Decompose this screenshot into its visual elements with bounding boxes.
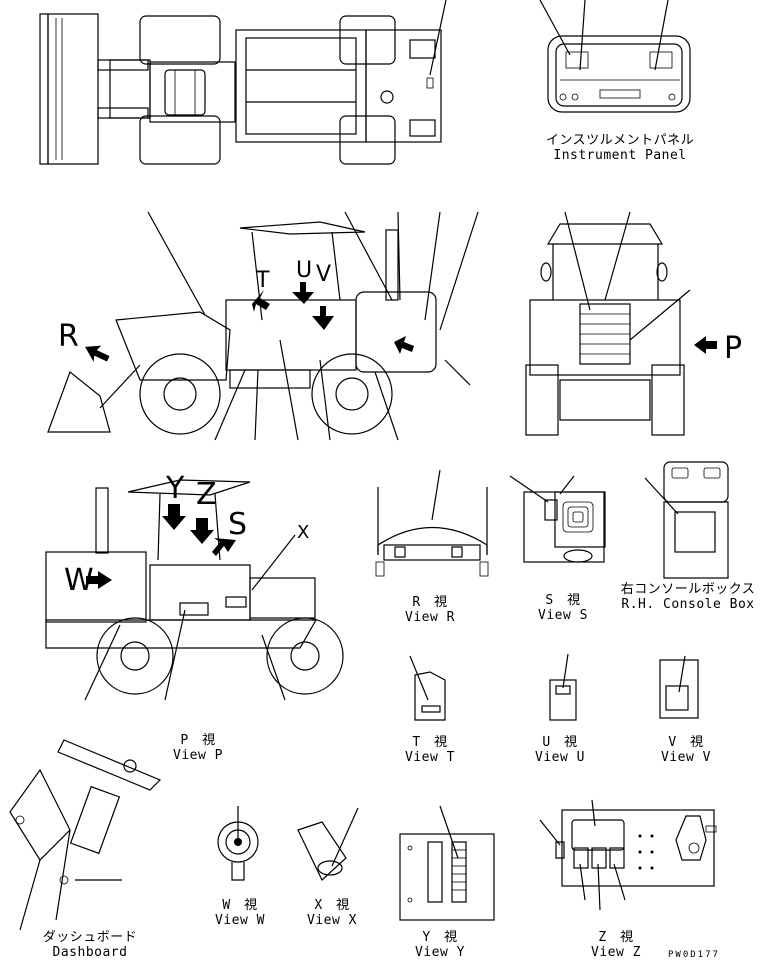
view-y-label: Y 視 View Y (400, 930, 480, 960)
view-w-jp: W 視 (222, 898, 258, 913)
view-u-label: U 視 View U (520, 735, 600, 765)
view-r-en: View R (405, 610, 455, 625)
view-marker-t: T (256, 268, 270, 293)
view-x-jp: X 視 (314, 898, 350, 913)
view-v-en: View V (661, 750, 711, 765)
view-u-jp: U 視 (542, 735, 578, 750)
instrument-panel-drawing (539, 0, 691, 113)
instrument-panel-label: インスツルメントパネル Instrument Panel (540, 133, 700, 163)
view-s-drawing (509, 475, 606, 563)
drawing-code: PW0D177 (668, 950, 720, 960)
view-y-drawing (399, 805, 495, 921)
view-marker-y: Y (166, 471, 185, 506)
view-s-jp: S 視 (545, 593, 581, 608)
view-t-en: View T (405, 750, 455, 765)
dashboard-label: ダッシュボード Dashboard (30, 930, 150, 960)
view-r-drawing (375, 469, 489, 577)
view-r-jp: R 視 (412, 595, 448, 610)
dashboard-jp: ダッシュボード (42, 930, 138, 945)
dashboard-en: Dashboard (52, 945, 128, 960)
view-v-drawing (659, 655, 699, 719)
view-t-drawing (409, 655, 446, 721)
view-z-drawing (539, 799, 717, 911)
view-p-drawing (525, 211, 717, 436)
view-u-en: View U (535, 750, 585, 765)
view-s-en: View S (538, 608, 588, 623)
view-z-jp: Z 視 (598, 930, 634, 945)
view-v-jp: V 視 (668, 735, 704, 750)
view-w-drawing (217, 806, 259, 881)
top-view-loader (39, 0, 447, 165)
view-u-drawing (549, 653, 577, 721)
view-v-label: V 視 View V (646, 735, 726, 765)
side-view-right (45, 479, 344, 701)
instrument-panel-en: Instrument Panel (553, 148, 687, 163)
rh-console-box-jp: 右コンソールボックス (620, 582, 756, 597)
view-t-label: T 視 View T (390, 735, 470, 765)
view-x-label: X 視 View X (292, 898, 372, 928)
view-marker-x: X (297, 522, 310, 543)
view-marker-r: R (58, 319, 79, 354)
view-marker-p: P (724, 331, 743, 366)
view-p-label: P 視 View P (158, 733, 238, 763)
view-y-en: View Y (415, 945, 465, 960)
view-w-label: W 視 View W (200, 898, 280, 928)
view-w-en: View W (215, 913, 265, 928)
view-marker-u: U (296, 258, 313, 283)
instrument-panel-jp: インスツルメントパネル (545, 133, 695, 148)
view-y-jp: Y 視 (422, 930, 458, 945)
view-marker-s: S (228, 507, 248, 542)
view-marker-z: Z (196, 477, 217, 512)
view-s-label: S 視 View S (518, 593, 608, 623)
view-x-en: View X (307, 913, 357, 928)
rh-console-box-drawing (644, 461, 729, 579)
dashboard-drawing (9, 739, 162, 931)
view-x-drawing (297, 807, 359, 881)
view-marker-w: W (64, 563, 94, 598)
rh-console-box-en: R.H. Console Box (621, 597, 755, 612)
view-p-en: View P (173, 748, 223, 763)
view-t-jp: T 視 (412, 735, 448, 750)
view-z-en: View Z (591, 945, 641, 960)
view-z-label: Z 視 View Z (576, 930, 656, 960)
view-marker-v: V (316, 262, 332, 287)
view-r-label: R 視 View R (385, 595, 475, 625)
view-p-jp: P 視 (180, 733, 216, 748)
side-view-loader (47, 211, 479, 441)
rh-console-box-label: 右コンソールボックス R.H. Console Box (615, 582, 761, 612)
